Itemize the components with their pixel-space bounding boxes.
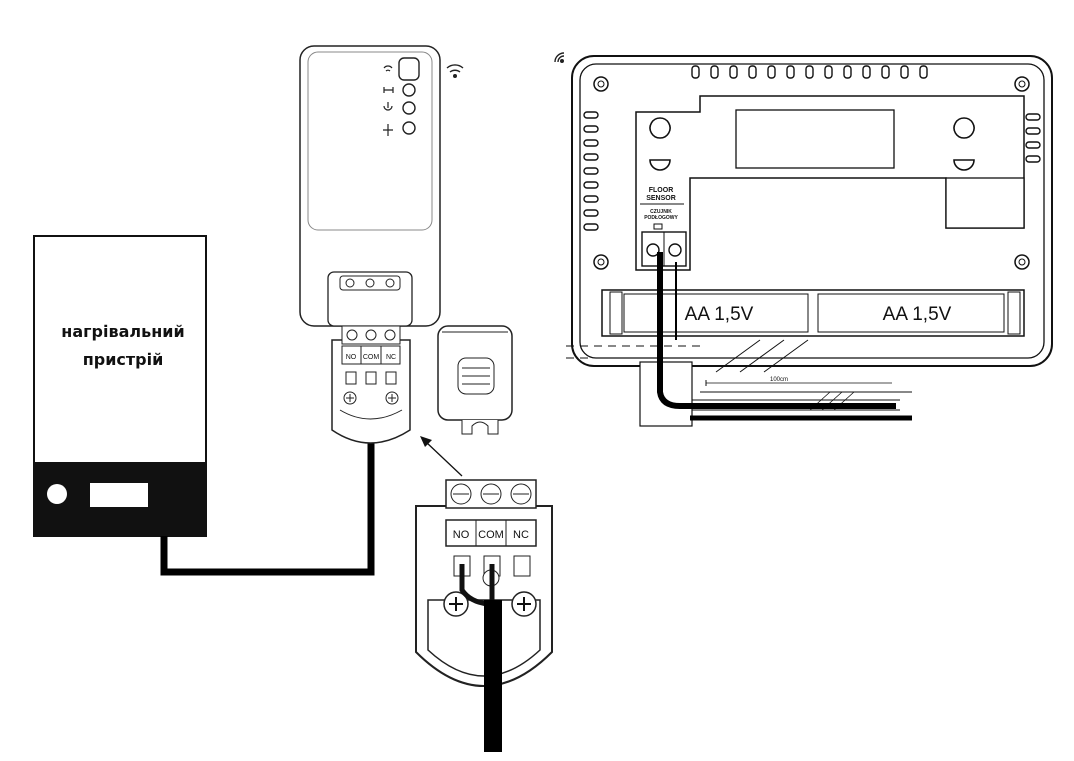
power-status-icon: [383, 102, 393, 111]
link-status-icon: [383, 87, 394, 93]
battery-2: [817, 293, 1005, 333]
keyhole-mount-left: [649, 117, 671, 171]
sensor-label-floor: FLOOR: [649, 187, 674, 194]
receiver-terminal-nc: NC: [386, 354, 396, 361]
top-vents: [691, 65, 928, 79]
battery-1: [623, 293, 809, 333]
led-relay: [402, 121, 416, 135]
battery-2-label: AA 1,5V: [883, 304, 952, 325]
detail-terminal-nc: NC: [513, 529, 529, 541]
led-link: [402, 83, 416, 97]
heater-display: [90, 483, 148, 507]
heater-label-line-2: пристрій: [82, 350, 164, 369]
pairing-button[interactable]: [398, 57, 420, 81]
sensor-label-sensor: SENSOR: [646, 195, 676, 202]
thermostat-wifi-icon: [554, 52, 565, 64]
relay-status-icon: [383, 124, 393, 136]
heater-indicator-dot: [47, 484, 67, 504]
left-vents: [583, 111, 599, 231]
sensor-label-podlogowy: PODŁOGOWY: [644, 215, 678, 221]
receiver-terminal-com: COM: [363, 354, 380, 361]
terminal-detail: NO COM NC: [415, 479, 553, 752]
thermostat-back: FLOOR SENSOR CZUJNIK PODŁOGOWY AA 1,5V A…: [554, 52, 1053, 367]
detail-terminal-no: NO: [453, 529, 470, 541]
battery-1-label: AA 1,5V: [685, 304, 754, 325]
detail-arrow: [420, 436, 463, 477]
right-vents: [1025, 113, 1041, 163]
heating-device: [33, 235, 207, 537]
sensor-label-czujnik: CZUJNIK: [650, 209, 672, 215]
receiver-status-icons: [383, 65, 394, 136]
heater-label-line-1: нагрівальний: [61, 322, 185, 341]
floor-sensor-cable: [657, 252, 896, 409]
led-power: [402, 101, 416, 115]
keyhole-mount-right: [953, 117, 975, 171]
detail-terminal-com: COM: [478, 529, 504, 541]
terminal-cover: [437, 325, 513, 435]
heater-cable: [160, 398, 375, 576]
receiver-terminal-no: NO: [346, 354, 357, 361]
distance-label: 100cm: [770, 377, 788, 383]
wifi-status-icon: [383, 65, 393, 72]
wifi-signal-icon: [446, 64, 464, 78]
sensor-installation-guide: 100cm: [566, 252, 912, 427]
receiver-unit: [299, 45, 464, 327]
receiver-terminal-block: NO COM NC: [331, 325, 411, 444]
heater-label: нагрівальний пристрій: [34, 318, 212, 374]
